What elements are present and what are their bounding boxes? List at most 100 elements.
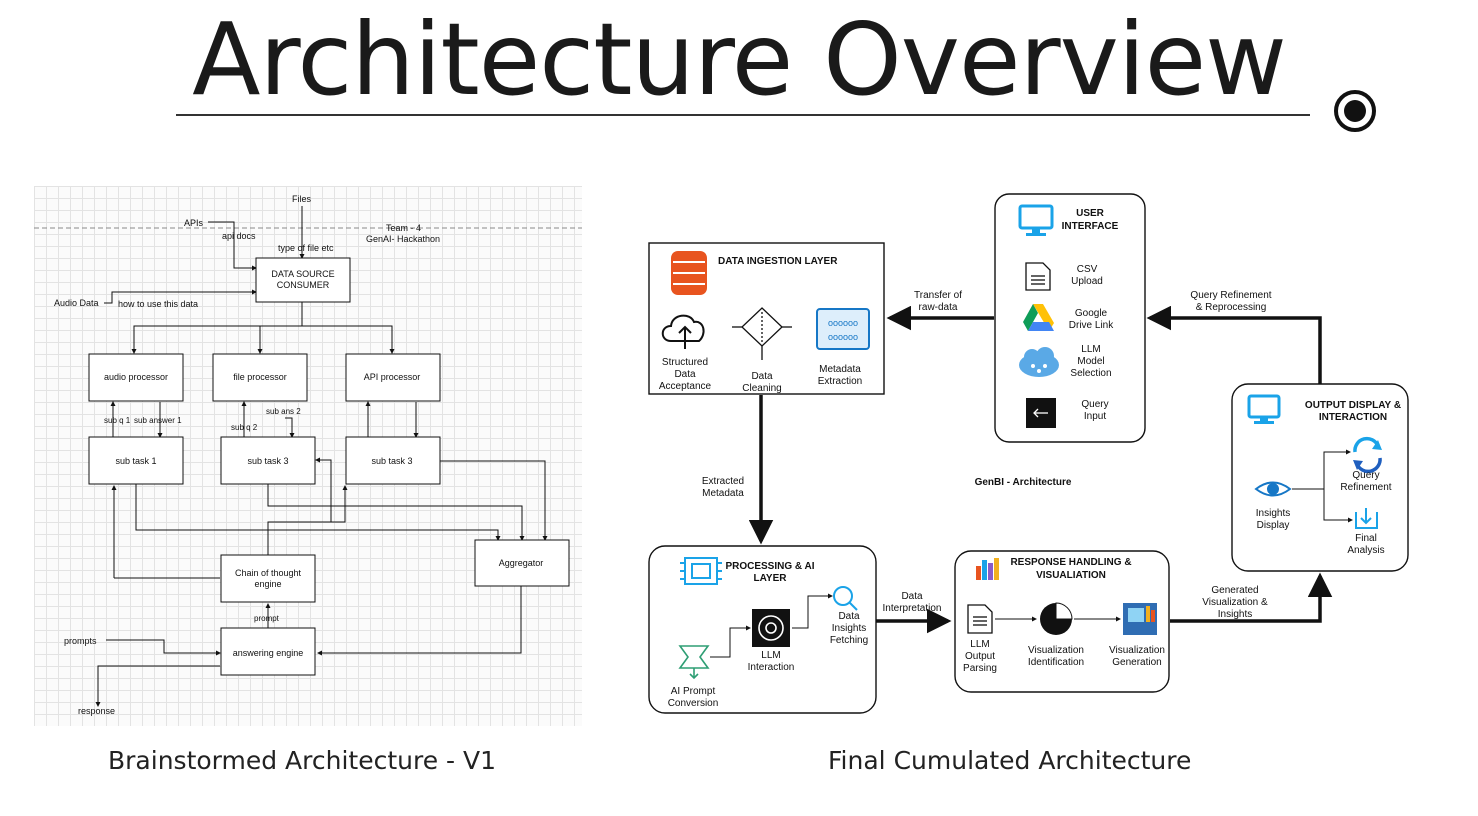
ui-title-2: INTERFACE: [1062, 221, 1119, 232]
chain-of-thought-box: [220, 554, 316, 603]
sub-q1-label: sub q 1: [104, 416, 131, 425]
parsing-label-3: Parsing: [963, 663, 997, 674]
audio-data-label: Audio Data: [54, 298, 99, 308]
file-processor-box: [212, 353, 308, 402]
metadata-icon: oooooo oooooo: [816, 308, 870, 350]
parsing-label-1: LLM: [970, 639, 989, 650]
svg-text:oooooo: oooooo: [828, 318, 858, 328]
refinement-label-1: Query Refinement: [1190, 290, 1271, 301]
output-title-2: INTERACTION: [1319, 412, 1387, 423]
data-source-label-1: DATA SOURCE: [271, 269, 334, 279]
query-refinement-label-1: Query: [1352, 470, 1379, 481]
download-icon: [1355, 508, 1378, 529]
refinement-label-2: & Reprocessing: [1196, 302, 1267, 313]
bar-chart-icon: [976, 558, 999, 580]
cloud-network-icon: [1019, 347, 1059, 377]
database-icon: [671, 251, 707, 295]
pie-chart-icon: [1040, 602, 1073, 635]
ai-prompt-icon: [678, 645, 710, 680]
transfer-label-1: Transfer of: [914, 290, 962, 301]
output-title-1: OUTPUT DISPLAY &: [1305, 400, 1401, 411]
aggregator-label: Aggregator: [499, 558, 544, 568]
record-button[interactable]: [1334, 90, 1376, 132]
chain-label-1: Chain of thought: [235, 568, 302, 578]
llm-selection-label-3: Selection: [1070, 368, 1111, 379]
chain-label-2: engine: [254, 579, 281, 589]
monitor-icon: [1018, 204, 1054, 236]
cleaning-label-2: Cleaning: [742, 383, 781, 394]
processing-title-1: PROCESSING & AI: [725, 561, 814, 572]
fetching-label-2: Insights: [832, 623, 866, 634]
sub-task-1-label: sub task 1: [115, 456, 156, 466]
data-source-consumer-box: [255, 257, 351, 303]
query-input-icon: [1026, 398, 1056, 428]
prompt-label: prompt: [254, 614, 280, 623]
query-refinement-label-2: Refinement: [1340, 482, 1391, 493]
google-drive-icon: [1023, 304, 1054, 331]
generated-label-2: Visualization &: [1202, 597, 1268, 608]
extracted-label-2: Metadata: [702, 488, 744, 499]
sub-q2-label: sub q 2: [231, 423, 258, 432]
insights-label-2: Display: [1257, 520, 1290, 531]
vis-generation-label-2: Generation: [1112, 657, 1161, 668]
interpretation-label-1: Data: [901, 591, 923, 602]
sub-task-3a-label: sub task 3: [247, 456, 288, 466]
apis-label: APIs: [184, 218, 204, 228]
query-input-label-2: Input: [1084, 411, 1106, 422]
structured-label-2: Data: [674, 369, 696, 380]
sub-answer1-label: sub answer 1: [134, 416, 182, 425]
vis-identification-label-2: Identification: [1028, 657, 1084, 668]
filter-icon: [732, 307, 792, 360]
fetching-label-3: Fetching: [830, 635, 868, 646]
output-monitor-icon: [1247, 394, 1281, 424]
answering-engine-box: [220, 627, 316, 676]
llm-interaction-label-1: LLM: [761, 650, 780, 661]
response-title-1: RESPONSE HANDLING &: [1010, 557, 1131, 568]
parsing-label-2: Output: [965, 651, 995, 662]
api-processor-box: [345, 353, 441, 402]
structured-label-3: Acceptance: [659, 381, 712, 392]
audio-processor-box: [88, 353, 184, 402]
llm-selection-label-1: LLM: [1081, 344, 1100, 355]
metadata-label-1: Metadata: [819, 364, 861, 375]
api-processor-label: API processor: [364, 372, 421, 382]
fetching-label-1: Data: [838, 611, 860, 622]
visualization-icon: [1123, 603, 1157, 635]
sub-task-3b-label: sub task 3: [371, 456, 412, 466]
output-display-box: [1231, 383, 1409, 572]
svg-text:oooooo: oooooo: [828, 332, 858, 342]
refresh-icon: [1353, 436, 1382, 474]
query-input-label-1: Query: [1081, 399, 1108, 410]
title-underline: [176, 114, 1310, 116]
response-title-2: VISUALIATION: [1036, 570, 1106, 581]
structured-label-1: Structured: [662, 357, 708, 368]
final-architecture-diagram: USER INTERFACE CSV Upload Google Drive L…: [648, 193, 1409, 714]
metadata-label-2: Extraction: [818, 376, 862, 387]
vis-identification-label-1: Visualization: [1028, 645, 1084, 656]
hackathon-label: GenAI- Hackathon: [366, 234, 440, 244]
document-icon: [967, 604, 993, 634]
caption-brainstormed: Brainstormed Architecture - V1: [108, 746, 497, 775]
openai-icon: [752, 609, 790, 647]
how-to-use-label: how to use this data: [118, 299, 198, 309]
response-label: response: [78, 706, 115, 716]
generated-label-3: Insights: [1218, 609, 1252, 620]
gdrive-label-1: Google: [1075, 308, 1108, 319]
ui-title-1: USER: [1076, 208, 1105, 219]
team-label: Team - 4: [386, 223, 421, 233]
audio-processor-label: audio processor: [104, 372, 168, 382]
processing-title-2: LAYER: [754, 573, 788, 584]
sub-task-1-box: [88, 436, 184, 485]
sub-task-3a-box: [220, 436, 316, 485]
ingestion-title: DATA INGESTION LAYER: [718, 256, 838, 267]
extracted-label-1: Extracted: [702, 476, 744, 487]
final-analysis-label-2: Analysis: [1347, 545, 1384, 556]
insights-label-1: Insights: [1256, 508, 1290, 519]
sub-task-3b-box: [345, 436, 441, 485]
csv-label-2: Upload: [1071, 276, 1103, 287]
eye-icon: [1254, 481, 1292, 497]
gdrive-label-2: Drive Link: [1069, 320, 1114, 331]
user-interface-box: [994, 193, 1146, 443]
brainstorm-diagram: Team - 4 GenAI- Hackathon Files APIs api…: [34, 194, 582, 716]
